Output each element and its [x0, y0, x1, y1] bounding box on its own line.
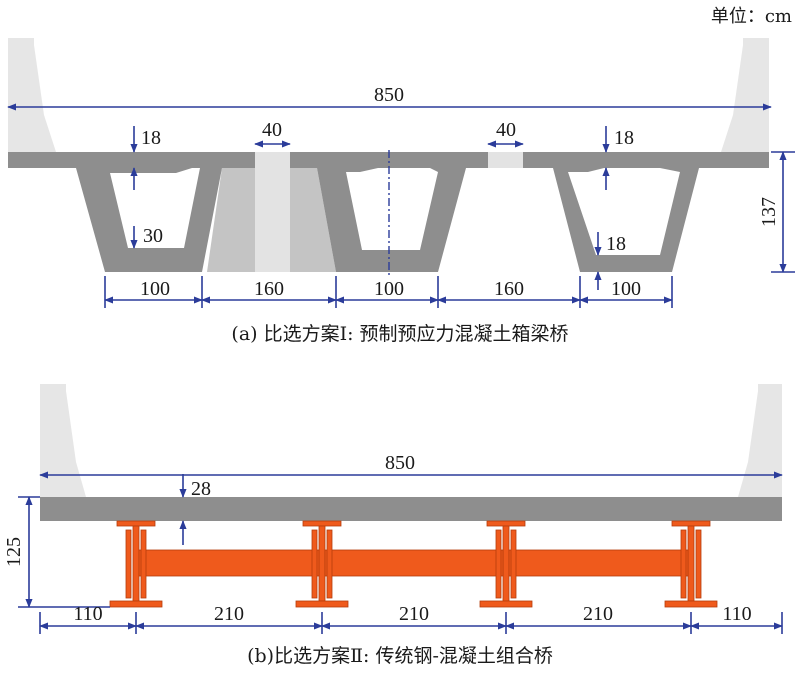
scheme-a-bottom-thickness-right: 18 [606, 233, 626, 255]
scheme-a-spacing-2: 160 [254, 278, 284, 300]
unit-label: 单位：cm [711, 6, 792, 27]
scheme-b-spacing-2: 210 [214, 603, 244, 625]
scheme-a-girder-height: 137 [758, 197, 780, 227]
scheme-b-section: 850 28 125 110 210 210 210 110 (b)比选方案Ⅱ:… [3, 384, 783, 667]
scheme-a-spacing-5: 100 [611, 278, 641, 300]
scheme-a-overall-width: 850 [374, 84, 404, 106]
scheme-b-spacing-4: 210 [583, 603, 613, 625]
scheme-a-deck-left [8, 152, 255, 168]
scheme-a-flange-thickness-left: 18 [141, 127, 161, 149]
scheme-b-spacing-1: 110 [73, 603, 102, 625]
scheme-b-spacing-3: 210 [399, 603, 429, 625]
scheme-a-spacing-1: 100 [140, 278, 170, 300]
scheme-a-caption: (a) 比选方案Ⅰ: 预制预应力混凝土箱梁桥 [231, 323, 568, 345]
scheme-a-section: 850 40 40 18 18 30 18 137 [7, 38, 795, 345]
scheme-b-steel-girders [109, 520, 718, 608]
scheme-b-left-barrier [40, 384, 86, 497]
scheme-a-wet-joint-left [255, 152, 290, 272]
scheme-a-right-barrier [721, 38, 769, 152]
scheme-a-spacing-3: 100 [374, 278, 404, 300]
scheme-a-joint-width-left: 40 [262, 119, 282, 141]
scheme-b-slab-thickness: 28 [191, 478, 211, 500]
scheme-a-infill-left-2 [290, 168, 336, 272]
scheme-a-spacing-4: 160 [494, 278, 524, 300]
scheme-a-flange-thickness-right: 18 [614, 127, 634, 149]
scheme-a-infill-left [207, 168, 255, 272]
scheme-a-deck-mid [290, 152, 488, 168]
scheme-a-left-barrier [8, 38, 56, 152]
scheme-b-deck-slab [40, 497, 782, 521]
scheme-b-overall-width: 850 [385, 452, 415, 474]
scheme-a-bottom-thickness-left: 30 [143, 225, 163, 247]
scheme-a-wet-joint-right [488, 152, 523, 168]
scheme-b-caption: (b)比选方案Ⅱ: 传统钢-混凝土组合桥 [247, 645, 553, 667]
scheme-a-box-girder-2 [317, 168, 466, 272]
scheme-b-right-barrier [738, 384, 782, 497]
scheme-a-deck-right [523, 152, 769, 168]
scheme-b-total-height: 125 [3, 537, 25, 567]
scheme-a-box-girder-1 [76, 168, 222, 272]
scheme-b-spacing-5: 110 [722, 603, 751, 625]
scheme-a-box-girder-3 [553, 168, 699, 272]
scheme-a-joint-width-right: 40 [496, 119, 516, 141]
